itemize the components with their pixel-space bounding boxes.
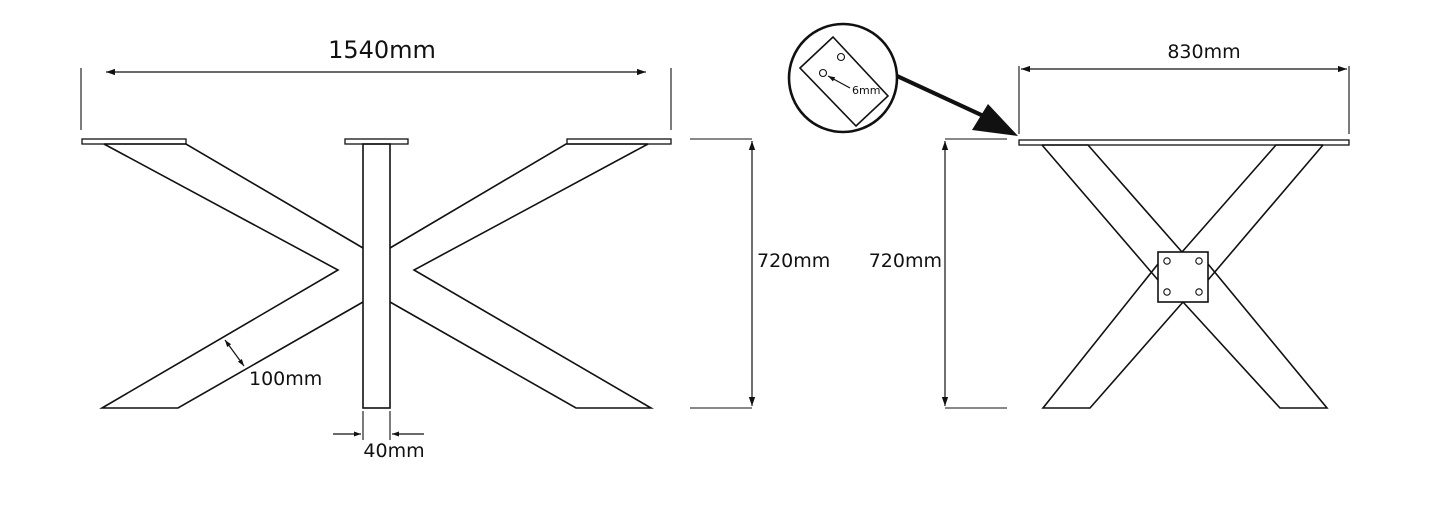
post-width-label: 40mm: [363, 440, 424, 462]
hole-size-arrow: [827, 75, 851, 89]
side-view: 1540mm 100mm 40mm 720mm: [80, 36, 830, 462]
end-view: 830mm 720mm: [869, 41, 1350, 409]
side-height-label: 720mm: [757, 250, 830, 272]
hole-size-label: 6mm: [852, 84, 880, 97]
end-top-plate: [1018, 139, 1350, 146]
side-width-label: 1540mm: [328, 36, 436, 64]
end-height-label: 720mm: [869, 250, 942, 272]
center-connector-plate: [1157, 251, 1209, 303]
x-leg-a: [1041, 144, 1329, 409]
leg-width-dimension-line: [224, 339, 245, 367]
leg-width-label: 100mm: [249, 368, 322, 390]
center-post: [362, 143, 391, 409]
bolt-hole-icon: [1195, 257, 1203, 265]
bolt-hole-icon: [1163, 288, 1171, 296]
detail-hole-icon: [836, 52, 846, 62]
right-diagonal-leg: [389, 143, 654, 409]
detail-hole-icon: [818, 68, 828, 78]
left-diagonal-leg: [99, 143, 364, 409]
hole-detail-callout: 6mm: [787, 22, 1018, 136]
bolt-hole-icon: [1163, 257, 1171, 265]
detail-circle: [787, 22, 899, 134]
bolt-hole-icon: [1195, 288, 1203, 296]
detail-pointer-head-icon: [972, 104, 1018, 136]
x-leg-b: [1041, 144, 1324, 409]
detail-plate: [798, 35, 890, 128]
end-width-label: 830mm: [1167, 41, 1240, 63]
detail-pointer-shaft: [896, 74, 991, 121]
